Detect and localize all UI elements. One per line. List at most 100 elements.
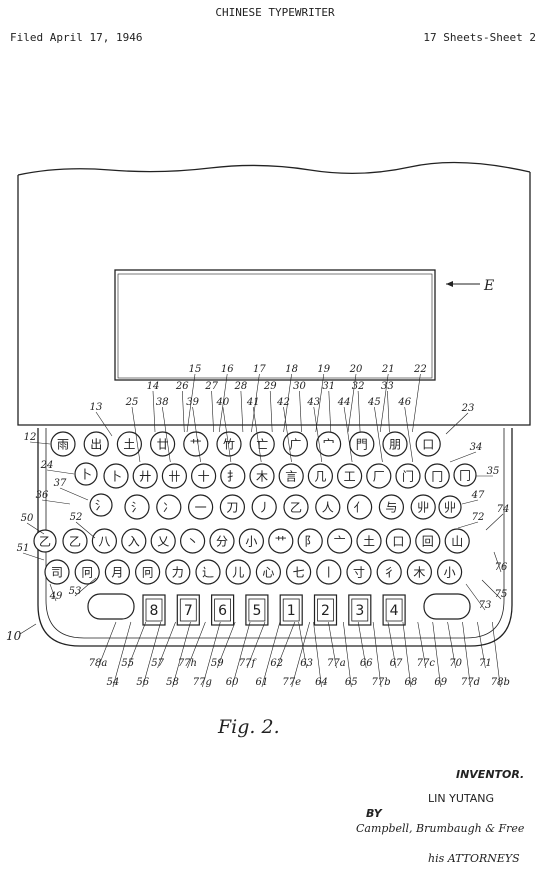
- row1-key-1[interactable]: 雨: [50, 431, 76, 457]
- row2-key-11[interactable]: 门: [395, 463, 421, 489]
- row5-key-4[interactable]: 冋: [135, 559, 161, 585]
- right-space-bar[interactable]: [423, 593, 471, 620]
- row4-key-8[interactable]: 艹: [268, 528, 294, 554]
- number-key-3-digit: 3: [355, 603, 364, 619]
- row4-key-11[interactable]: 土: [356, 528, 382, 554]
- row3-key-6-ring: [283, 494, 309, 520]
- row2-key-1-ring: [103, 463, 129, 489]
- row3-key-3[interactable]: 一: [188, 494, 214, 520]
- row2-key-3[interactable]: 卄: [161, 463, 187, 489]
- row5-key-3[interactable]: 月: [104, 559, 131, 585]
- row3-key-6[interactable]: 乙: [283, 494, 309, 520]
- bottom-ref-61: 61: [256, 677, 269, 688]
- bottom-ref-67: 67: [390, 658, 403, 669]
- row3-left-key[interactable]: 氵: [89, 493, 113, 517]
- number-key-6[interactable]: 6: [211, 594, 235, 626]
- row2-key-5[interactable]: 扌: [220, 463, 246, 489]
- number-key-3[interactable]: 3: [348, 594, 372, 626]
- row1-key-2[interactable]: 出: [83, 431, 109, 457]
- bottom-ref-62: 62: [270, 658, 283, 669]
- row4-left-key[interactable]: 乙: [33, 529, 57, 553]
- patent-title: CHINESE TYPEWRITER: [215, 6, 335, 19]
- row3-key-8[interactable]: 亻: [347, 494, 373, 520]
- row1-key-9[interactable]: 宀: [316, 431, 342, 457]
- row4-key-2[interactable]: 八: [91, 528, 118, 554]
- row5-key-12[interactable]: 彳: [376, 559, 402, 585]
- row1-key-11-ring: [382, 431, 408, 457]
- row5-key-8[interactable]: 心: [255, 559, 281, 585]
- row2-key-1[interactable]: 卜: [103, 463, 129, 489]
- row4-key-14[interactable]: 山: [444, 528, 470, 554]
- left-space-bar[interactable]: [87, 593, 135, 620]
- row3-right-key[interactable]: 丱: [438, 495, 462, 519]
- row4-key-7[interactable]: 小: [238, 528, 264, 554]
- frame-ref-leader: [19, 623, 37, 635]
- row2-key-4[interactable]: 十: [191, 463, 217, 489]
- number-key-2[interactable]: 2: [313, 594, 338, 626]
- row2-key-10[interactable]: 厂: [366, 463, 392, 489]
- row1-key-8[interactable]: 广: [282, 431, 308, 457]
- row3-key-9[interactable]: 与: [378, 494, 404, 520]
- row5-key-11[interactable]: 寸: [346, 559, 372, 585]
- row1-key-10[interactable]: 門: [349, 431, 375, 457]
- row2-key-8[interactable]: 几: [307, 463, 333, 489]
- number-key-4[interactable]: 4: [382, 594, 406, 626]
- row1-key-7[interactable]: 亡: [249, 431, 275, 457]
- row4-key-12[interactable]: 口: [385, 528, 411, 554]
- bottom-ref-77a-leader: [328, 621, 337, 669]
- row1-key-11[interactable]: 朋: [382, 431, 408, 457]
- row3-key-4[interactable]: 刀: [219, 494, 245, 520]
- row5-key-10[interactable]: 丨: [316, 559, 342, 585]
- row3-key-1[interactable]: 氵: [124, 494, 150, 520]
- row5-key-2[interactable]: 冋: [74, 559, 100, 585]
- row4-key-1[interactable]: 乙: [62, 528, 88, 554]
- number-key-8[interactable]: 8: [142, 594, 166, 626]
- row4-key-14-glyph: 山: [451, 535, 463, 549]
- row2-key-9[interactable]: 工: [337, 463, 363, 489]
- bottom-ref-66-leader: [357, 621, 367, 669]
- row1-key-3[interactable]: 土: [116, 431, 142, 457]
- row4-key-6[interactable]: 分: [209, 528, 235, 554]
- row2-right-key[interactable]: 冂: [453, 463, 477, 487]
- row5-key-11-glyph: 寸: [353, 566, 365, 580]
- row4-key-9[interactable]: 阝: [297, 528, 323, 554]
- row5-key-1[interactable]: 司: [44, 559, 70, 585]
- row2-key-7[interactable]: 言: [278, 463, 304, 489]
- row5-key-14[interactable]: 小: [437, 559, 463, 585]
- row4-key-13[interactable]: 回: [415, 528, 441, 554]
- row2-key-12[interactable]: 冂: [424, 463, 450, 489]
- second-ref-14: 14: [147, 381, 160, 392]
- row2-key-2[interactable]: 廾: [132, 463, 158, 489]
- row4-key-2-ring: [91, 528, 118, 554]
- row3-key-2-glyph: 冫: [163, 501, 175, 515]
- row1-key-6[interactable]: 竹: [216, 431, 242, 457]
- row4-key-13-glyph: 回: [422, 535, 434, 549]
- row5-key-13[interactable]: 木: [406, 559, 432, 585]
- bottom-ref-78a: 78a: [89, 658, 108, 669]
- row1-key-4[interactable]: 廿: [150, 431, 176, 457]
- row3-key-10[interactable]: 丱: [410, 494, 436, 520]
- row2-key-6[interactable]: 木: [249, 463, 275, 489]
- row5-key-6[interactable]: 辶: [195, 559, 221, 585]
- row5-key-7[interactable]: 儿: [225, 559, 251, 585]
- row1-key-12[interactable]: 口: [415, 431, 441, 457]
- row4-key-10[interactable]: 亠: [327, 528, 353, 554]
- number-key-5[interactable]: 5: [245, 594, 269, 626]
- row4-key-5[interactable]: 丶: [180, 528, 206, 554]
- left-ref-52-leader: [75, 521, 96, 539]
- row4-key-4[interactable]: 乂: [150, 528, 176, 554]
- row4-key-7-glyph: 小: [245, 535, 257, 549]
- number-key-1[interactable]: 1: [279, 594, 303, 626]
- row5-key-13-ring: [406, 559, 432, 585]
- row3-key-7[interactable]: 人: [315, 494, 341, 520]
- row3-key-2[interactable]: 冫: [156, 494, 182, 520]
- bottom-ref-71-leader: [477, 621, 486, 669]
- row2-left-key[interactable]: 卜: [74, 462, 98, 486]
- number-key-7[interactable]: 7: [176, 594, 200, 626]
- row5-key-5[interactable]: 力: [165, 559, 191, 585]
- row4-key-3[interactable]: 入: [121, 528, 147, 554]
- row3-key-5[interactable]: 丿: [251, 494, 277, 520]
- row5-key-9[interactable]: 七: [286, 559, 312, 585]
- row1-key-5[interactable]: 艹: [183, 431, 209, 457]
- by-label: BY: [366, 807, 383, 820]
